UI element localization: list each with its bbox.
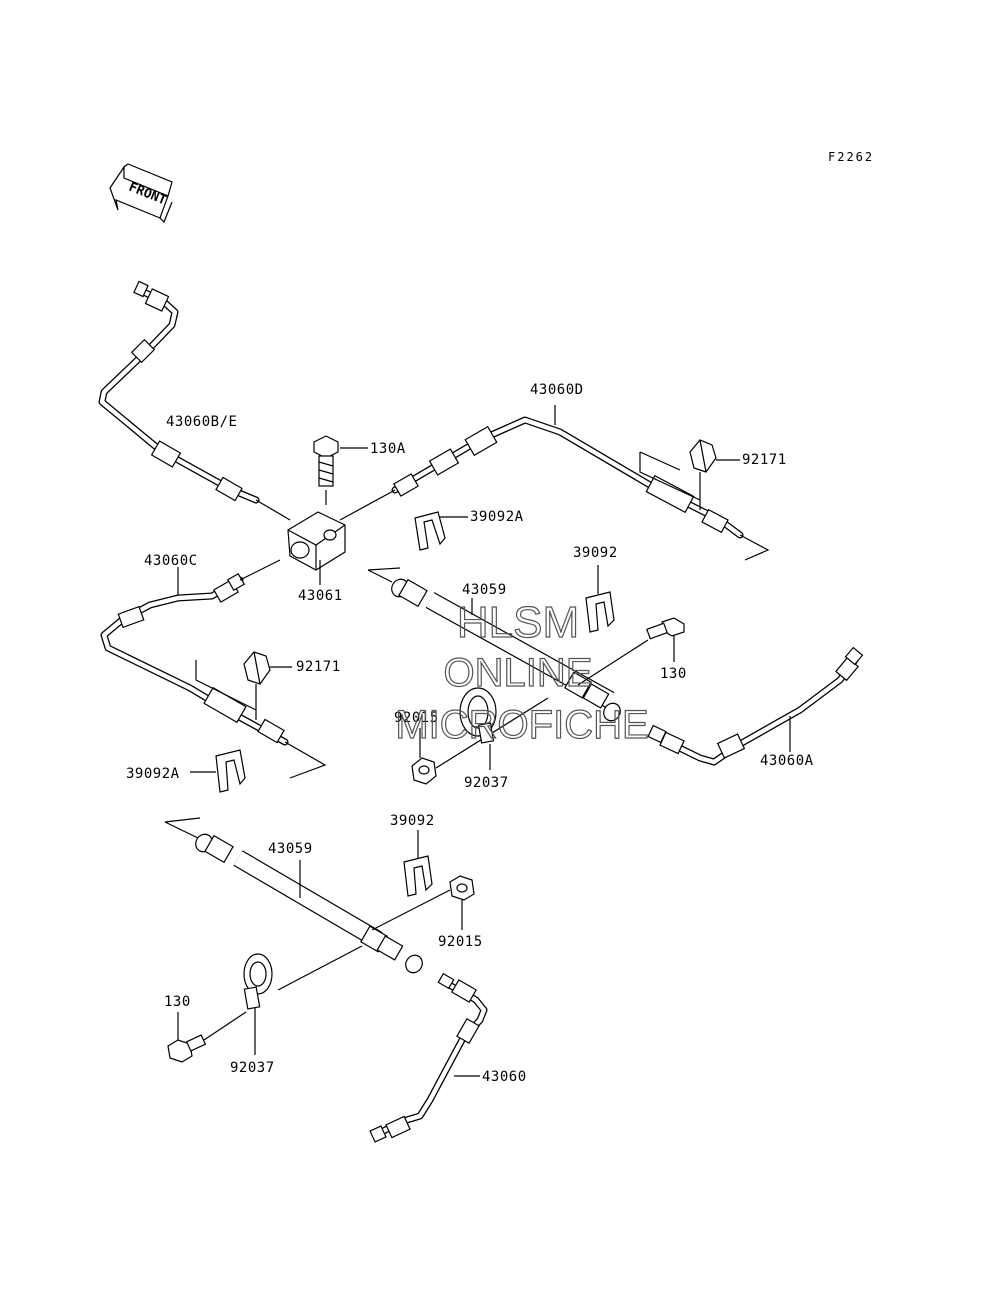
nut-92015-top — [411, 697, 549, 785]
clip-39092a-left — [190, 749, 246, 793]
junction-block-43061 — [287, 511, 346, 585]
label-92171-top: 92171 — [742, 452, 787, 468]
label-43060: 43060 — [482, 1069, 527, 1085]
brake-pipe-43060a — [647, 646, 864, 766]
label-39092a-left: 39092A — [126, 766, 180, 782]
watermark-line2: ONLINE — [444, 651, 593, 695]
nut-92015-bottom — [371, 875, 475, 931]
label-39092a-top: 39092A — [470, 509, 524, 525]
label-92037-top: 92037 — [464, 775, 509, 791]
label-43059-bottom: 43059 — [268, 841, 313, 857]
label-130-bottom: 130 — [164, 994, 191, 1010]
label-39092-upper: 39092 — [573, 545, 618, 561]
figure-code: F2262 — [828, 150, 874, 164]
watermark-line1: HLSM — [457, 598, 579, 647]
clip-39092-upper — [585, 565, 615, 633]
brake-pipe-43060d — [339, 405, 744, 539]
label-43061: 43061 — [298, 588, 343, 604]
clip-92171-top — [639, 439, 740, 510]
label-92037-bottom: 92037 — [230, 1060, 275, 1076]
label-130-right: 130 — [660, 666, 687, 682]
label-130a: 130A — [370, 441, 406, 457]
brake-hose-43059-bottom — [164, 817, 423, 974]
label-43060a: 43060A — [760, 753, 814, 769]
label-43060be: 43060B/E — [166, 414, 237, 430]
bolt-130a — [313, 435, 368, 505]
brake-pipe-43060c — [100, 559, 327, 779]
watermark: HLSM ONLINE MICROFICHE — [395, 597, 650, 747]
clamp-92037-bottom — [243, 945, 363, 1055]
clamp-92037-top — [459, 687, 497, 770]
leader-43060d-end — [739, 534, 770, 561]
label-39092-bottom: 39092 — [390, 813, 435, 829]
clip-39092-bottom — [403, 830, 433, 897]
label-92171-left: 92171 — [296, 659, 341, 675]
label-92015-top: 92015 — [394, 710, 439, 726]
clip-92171-left — [195, 651, 292, 720]
brake-pipe-43060be — [98, 280, 291, 521]
watermark-line3: MICROFICHE — [395, 703, 648, 747]
label-92015-bottom: 92015 — [438, 934, 483, 950]
front-arrow-icon: FRONT — [109, 163, 173, 224]
label-43060c: 43060C — [144, 553, 198, 569]
bolt-130-right — [577, 617, 685, 686]
clip-39092a-top — [414, 511, 468, 551]
label-43060d: 43060D — [530, 382, 584, 398]
brake-pipe-43060 — [369, 972, 488, 1143]
bolt-130-bottom — [167, 1011, 247, 1063]
label-43059-top: 43059 — [462, 582, 507, 598]
